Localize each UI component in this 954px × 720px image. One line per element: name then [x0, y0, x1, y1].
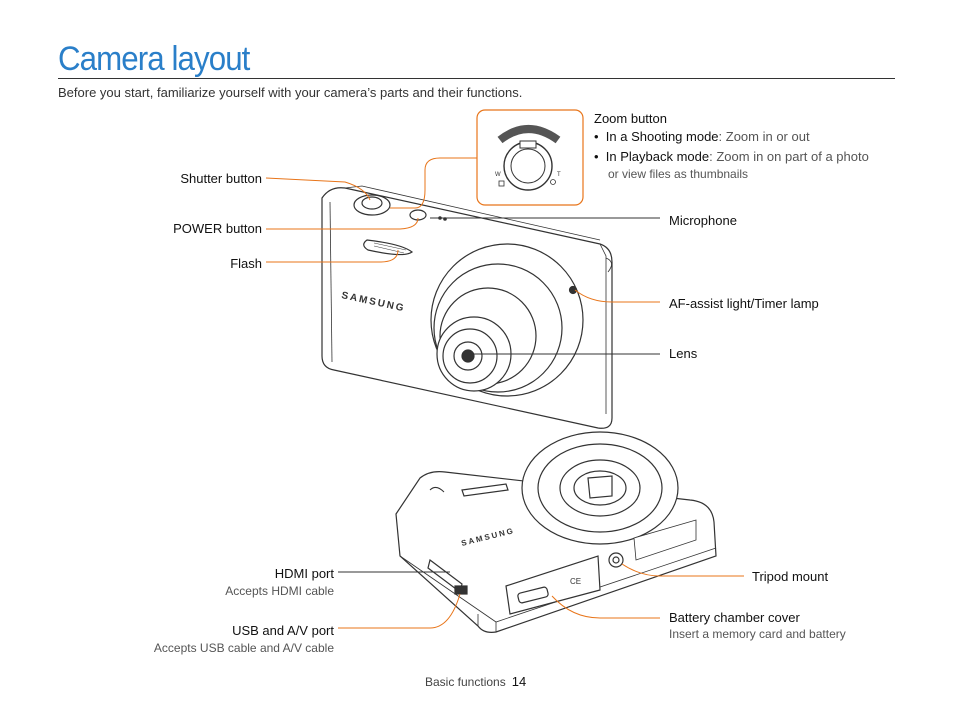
power-button-label: POWER button	[173, 221, 262, 236]
svg-text:W: W	[495, 172, 501, 178]
zoom-playback-mode: In Playback mode	[605, 149, 710, 164]
leader-lines	[265, 157, 744, 629]
zoom-shooting-mode: In a Shooting mode	[605, 129, 719, 144]
zoom-playback-desc: : Zoom in on part of a photo	[709, 149, 869, 164]
intro-text: Before you start, familiarize yourself w…	[58, 85, 523, 100]
camera-bottom: CE	[395, 431, 717, 633]
leader-shutter	[265, 177, 371, 201]
usb-av-port-label: USB and A/V port	[232, 623, 334, 638]
battery-cover-label: Battery chamber cover	[669, 610, 800, 625]
leader-battery	[551, 595, 660, 619]
leader-tripod	[621, 563, 744, 577]
hdmi-port-desc: Accepts HDMI cable	[225, 584, 334, 598]
page-title: Camera layout	[58, 40, 250, 78]
footer-section: Basic functions	[425, 675, 506, 689]
leader-power	[266, 217, 419, 230]
leader-flash	[266, 249, 399, 263]
page-footer: Basic functions 14	[425, 674, 526, 689]
zoom-playback-bullet: • In Playback mode: Zoom in on part of a…	[594, 149, 869, 164]
zoom-playback-desc-cont: or view files as thumbnails	[608, 167, 749, 181]
battery-cover-desc: Insert a memory card and battery	[669, 627, 846, 641]
svg-text:T: T	[557, 172, 561, 178]
usb-av-port-desc: Accepts USB cable and A/V cable	[153, 641, 334, 655]
zoom-inset: W T	[476, 109, 584, 206]
af-assist-label: AF-assist light/Timer lamp	[669, 296, 819, 311]
microphone-label: Microphone	[669, 213, 737, 228]
tripod-mount-label: Tripod mount	[752, 569, 829, 584]
zoom-button-label: Zoom button	[594, 111, 667, 126]
title-divider	[58, 78, 895, 79]
lens-label: Lens	[669, 346, 698, 361]
flash-label: Flash	[230, 256, 262, 271]
zoom-shooting-bullet: • In a Shooting mode: Zoom in or out	[594, 129, 810, 144]
camera-front	[321, 185, 613, 429]
leader-zoom	[390, 157, 477, 209]
svg-text:CE: CE	[570, 577, 581, 586]
zoom-shooting-desc: : Zoom in or out	[718, 129, 810, 144]
leader-af	[574, 289, 660, 303]
shutter-button-label: Shutter button	[180, 171, 262, 186]
page-number: 14	[511, 674, 527, 689]
hdmi-port-label: HDMI port	[274, 566, 334, 581]
leader-usb	[338, 593, 461, 629]
